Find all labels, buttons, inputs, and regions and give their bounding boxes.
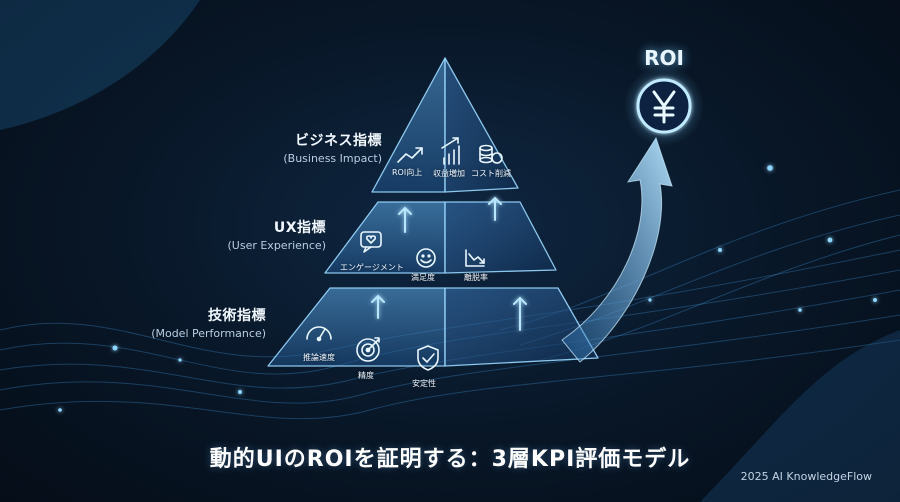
glow-dots — [58, 165, 877, 412]
tier-subtitle: (User Experience) — [227, 239, 327, 252]
page-title: 動的UIのROIを証明する：3層KPI評価モデル — [209, 447, 691, 472]
bottom-right-swoosh — [700, 330, 900, 502]
metric-label: ROI向上 — [392, 168, 423, 177]
tier-subtitle: (Business Impact) — [283, 152, 382, 165]
tier-business — [371, 57, 519, 193]
metric-label: 離脱率 — [464, 273, 488, 282]
smile-icon — [416, 248, 436, 268]
target-icon — [356, 337, 380, 362]
tier-name: ビジネス指標 — [295, 133, 382, 149]
top-left-swoosh — [0, 0, 200, 130]
coin-stack-icon — [479, 144, 503, 164]
tier-label-business: ビジネス指標 (Business Impact) — [196, 130, 382, 165]
metric-label: 満足度 — [411, 273, 435, 282]
tier-label-technical: 技術指標 (Model Performance) — [80, 305, 266, 340]
metric-label: 推論速度 — [303, 353, 335, 362]
roi-label: ROI — [644, 46, 684, 70]
tier-technical — [267, 287, 599, 367]
metric-label: 安定性 — [412, 379, 436, 388]
tier-name: UX指標 — [273, 220, 326, 236]
shield-check-icon — [417, 345, 439, 371]
tier-subtitle: (Model Performance) — [151, 327, 266, 340]
roi-coin — [624, 66, 704, 146]
metric-label: エンゲージメント — [340, 263, 404, 272]
metric-label: 収益増加 — [433, 169, 465, 178]
credit-text: 2025 AI KnowledgeFlow — [740, 470, 872, 483]
growth-arrow — [561, 136, 673, 363]
bar-growth-icon — [441, 137, 460, 165]
metric-label: 精度 — [358, 371, 374, 380]
tier-label-ux: UX指標 (User Experience) — [140, 217, 327, 252]
tier-arrows — [371, 196, 527, 331]
tier-name: 技術指標 — [208, 308, 266, 324]
tier-ux — [324, 201, 557, 274]
speedometer-icon — [306, 326, 332, 342]
trend-up-icon — [397, 147, 423, 163]
metric-label: コスト削減 — [471, 169, 511, 178]
pyramid — [267, 57, 599, 367]
trend-down-icon — [465, 249, 485, 267]
chat-heart-icon — [360, 231, 382, 253]
